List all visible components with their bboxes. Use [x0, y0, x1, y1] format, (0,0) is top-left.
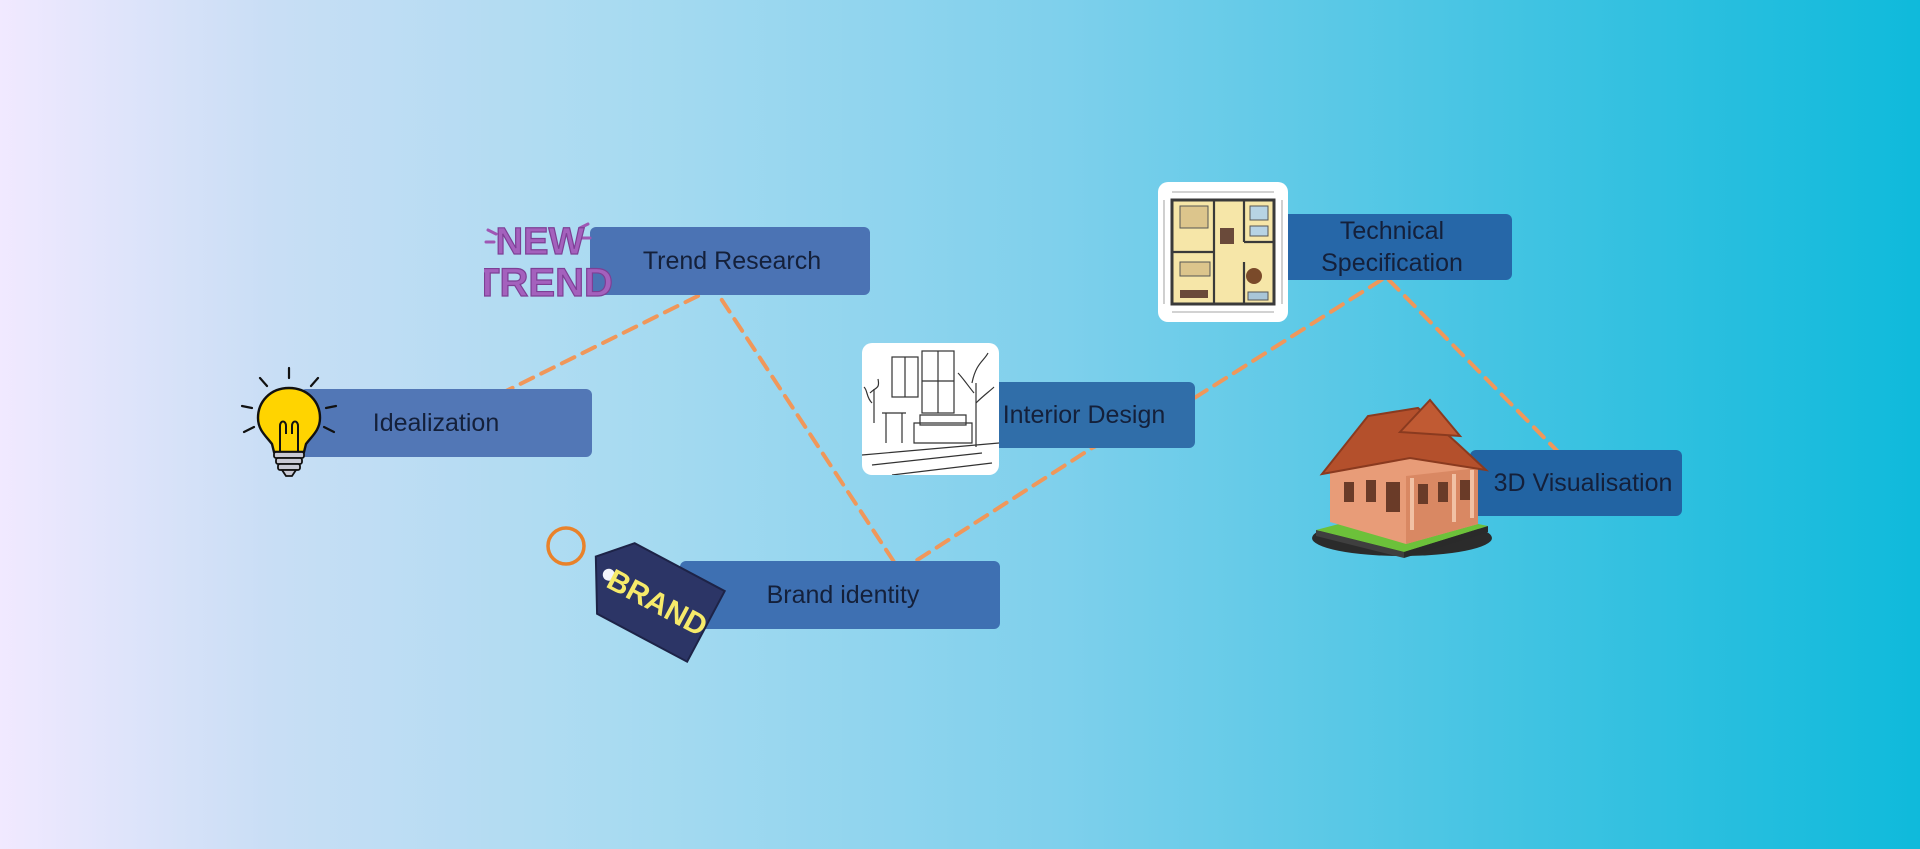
- step-interior-design: Interior Design: [990, 382, 1195, 448]
- brand-tag-icon: BRAND: [546, 526, 727, 664]
- step-label-trend-research: Trend Research: [642, 246, 822, 275]
- floor-plan-icon: [1163, 191, 1283, 313]
- lightbulb-icon: [240, 366, 338, 477]
- interior-sketch-frame: [862, 343, 999, 475]
- step-label-interior-design: Interior Design: [1002, 400, 1166, 429]
- floor-plan-frame: [1158, 182, 1288, 322]
- new-trend-icon: NEW TREND: [484, 220, 613, 305]
- step-3d-visualisation: 3D Visualisation: [1470, 450, 1682, 516]
- step-idealization: Idealization: [300, 389, 592, 457]
- new-trend-line1: NEW: [496, 221, 585, 263]
- step-label-technical-specification: Technical Specification: [1321, 216, 1463, 278]
- step-label-brand-identity: Brand identity: [766, 580, 920, 609]
- new-trend-line2: TREND: [484, 261, 613, 305]
- step-technical-specification: Technical Specification: [1270, 214, 1512, 280]
- step-brand-identity: Brand identity: [680, 561, 1000, 629]
- house-3d-icon: [1312, 398, 1492, 558]
- step-label-3d-visualisation: 3D Visualisation: [1493, 468, 1673, 497]
- interior-sketch-icon: [862, 350, 999, 475]
- step-label-idealization: Idealization: [372, 408, 500, 437]
- step-trend-research: Trend Research: [590, 227, 870, 295]
